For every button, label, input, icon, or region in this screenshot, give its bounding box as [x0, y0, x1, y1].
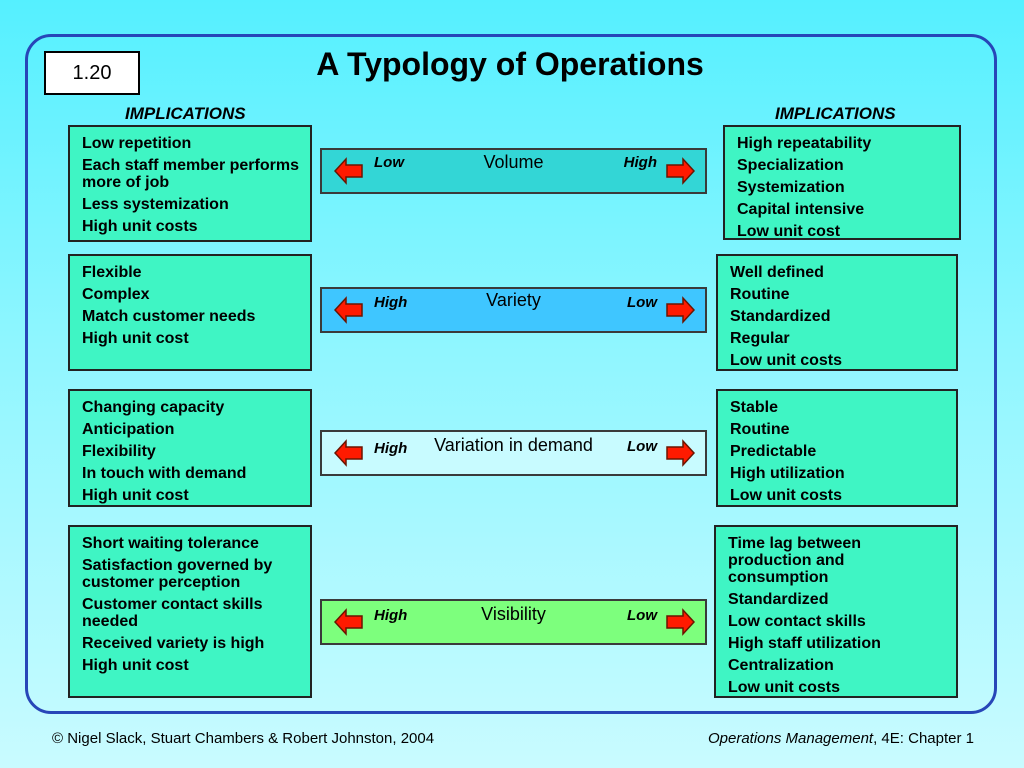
left-arrow-icon — [334, 608, 363, 636]
dimension-band: Low High Volume — [320, 148, 707, 194]
right-implication-item: High staff utilization — [728, 635, 881, 652]
dimension-band: High Low Variety — [320, 287, 707, 333]
right-implication-item: Centralization — [728, 657, 834, 674]
scale-left-label: High — [374, 607, 408, 624]
left-implication-item: Flexible — [82, 264, 142, 281]
left-implication-item: Less systemization — [82, 196, 229, 213]
implications-left-heading: IMPLICATIONS — [125, 104, 246, 123]
left-implication-item: High unit cost — [82, 330, 189, 347]
left-arrow-icon — [334, 157, 363, 185]
left-implication-item: High unit costs — [82, 218, 198, 235]
scale-right-label: Low — [627, 607, 657, 624]
right-implication-item: Stable — [730, 399, 779, 416]
footer-copyright: © Nigel Slack, Stuart Chambers & Robert … — [52, 730, 435, 747]
left-implication-item: Flexibility — [82, 443, 156, 460]
right-implication-item: Capital intensive — [737, 201, 865, 218]
right-implication-item: Low contact skills — [728, 613, 866, 630]
scale-right-label: Low — [627, 438, 657, 455]
right-implications-box: Time lag between production and consumpt… — [714, 525, 958, 698]
left-implication-item: High unit cost — [82, 657, 189, 674]
dimension-name: Volume — [483, 152, 544, 172]
right-implication-item: Systemization — [737, 179, 845, 196]
dimension-band: High Low Visibility — [320, 599, 707, 645]
dimension-name: Variety — [486, 290, 541, 310]
dimension-name: Variation in demand — [434, 435, 593, 455]
left-implication-item: Match customer needs — [82, 308, 256, 325]
right-implication-item: Regular — [730, 330, 790, 347]
dimension-band: High Low Variation in demand — [320, 430, 707, 476]
right-implication-item: High utilization — [730, 465, 845, 482]
left-implication-item: Low repetition — [82, 135, 192, 152]
right-implication-item: Standardized — [730, 308, 831, 325]
scale-left-label: High — [374, 440, 408, 457]
left-implication-item: Changing capacity — [82, 399, 225, 416]
right-implication-item: Routine — [730, 421, 790, 438]
right-arrow-icon — [666, 608, 695, 636]
scale-right-label: High — [623, 154, 657, 171]
left-implication-item: Received variety is high — [82, 635, 265, 652]
left-implication-item: Customer contact skills needed — [82, 596, 263, 630]
scale-left-label: High — [374, 294, 408, 311]
right-arrow-icon — [666, 157, 695, 185]
right-implication-item: Standardized — [728, 591, 829, 608]
implications-right-heading: IMPLICATIONS — [775, 104, 896, 123]
left-implication-item: Short waiting tolerance — [82, 535, 259, 552]
right-implication-item: High repeatability — [737, 135, 872, 152]
right-implication-item: Routine — [730, 286, 790, 303]
left-implication-item: Complex — [82, 286, 150, 303]
right-implication-item: Low unit costs — [730, 487, 842, 504]
dimension-name: Visibility — [481, 604, 546, 624]
slide-number: 1.20 — [44, 51, 140, 95]
right-implication-item: Specialization — [737, 157, 844, 174]
left-arrow-icon — [334, 439, 363, 467]
right-arrow-icon — [666, 439, 695, 467]
right-implication-item: Well defined — [730, 264, 824, 281]
footer-source: Operations Management, 4E: Chapter 1 — [708, 730, 974, 747]
right-implication-item: Predictable — [730, 443, 817, 460]
scale-left-label: Low — [374, 154, 404, 171]
left-arrow-icon — [334, 296, 363, 324]
right-implication-item: Low unit cost — [737, 223, 841, 240]
left-implication-item: Satisfaction governed by customer percep… — [82, 557, 273, 591]
right-implication-item: Low unit costs — [728, 679, 840, 696]
slide-frame — [25, 34, 997, 714]
footer-edition: , 4E: Chapter 1 — [873, 730, 974, 747]
left-implication-item: Anticipation — [82, 421, 175, 438]
scale-right-label: Low — [627, 294, 657, 311]
right-implication-item: Low unit costs — [730, 352, 842, 369]
page-title: A Typology of Operations — [316, 46, 704, 82]
right-implication-item: Time lag between production and consumpt… — [728, 535, 862, 586]
right-arrow-icon — [666, 296, 695, 324]
footer-book-title: Operations Management — [707, 730, 874, 747]
left-implication-item: In touch with demand — [82, 465, 247, 482]
left-implication-item: Each staff member performs more of job — [82, 157, 299, 191]
left-implication-item: High unit cost — [82, 487, 189, 504]
